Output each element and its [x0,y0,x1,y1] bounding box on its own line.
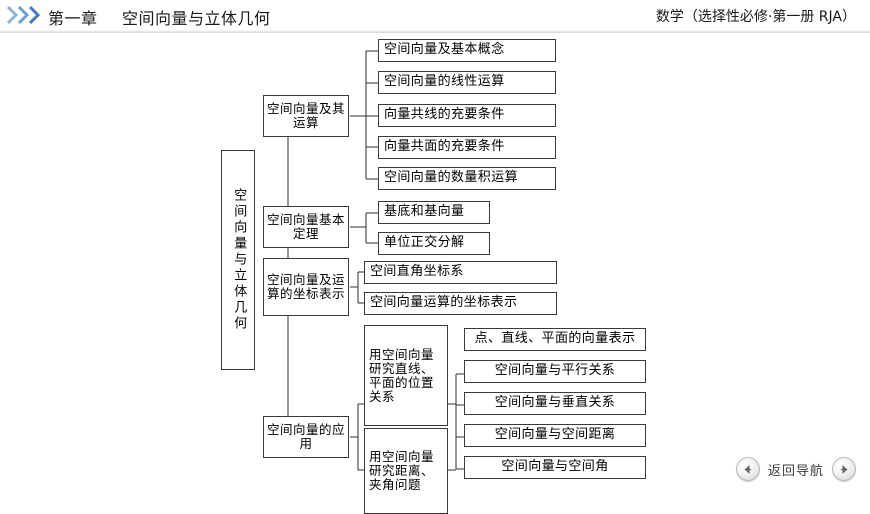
node-leaf-1-2[interactable]: 空间向量的线性运算 [378,71,556,94]
return-to-navigation-label[interactable]: 返回导航 [767,463,824,479]
mindmap-diagram: 空间向量与立体几何 空间向量及其运算 空间向量基本定理 空间向量及运算的坐标表示… [0,33,870,514]
node-leaf-1-1[interactable]: 空间向量及基本概念 [378,39,556,62]
node-subbranch-4-2[interactable]: 用空间向量研究距离、夹角问题 [364,428,448,514]
node-leaf-1-4[interactable]: 向量共面的充要条件 [378,136,556,159]
node-branch-3[interactable]: 空间向量及运算的坐标表示 [263,258,349,316]
arrow-right-circle-icon[interactable] [832,457,856,481]
node-root[interactable]: 空间向量与立体几何 [221,150,255,370]
header-divider [0,30,870,33]
node-subbranch-4-1[interactable]: 用空间向量研究直线、平面的位置关系 [364,325,448,426]
chevron-right-triple-icon [7,6,40,24]
node-leaf-3-2[interactable]: 空间向量运算的坐标表示 [364,292,557,315]
navigation-controls: 返回导航 [735,457,856,481]
node-leaf-2-2[interactable]: 单位正交分解 [378,232,490,255]
chapter-number: 第一章 [48,9,98,28]
node-branch-4[interactable]: 空间向量的应用 [263,416,349,458]
node-branch-2[interactable]: 空间向量基本定理 [263,206,349,248]
node-leaf-4-2-2[interactable]: 空间向量与空间角 [464,456,646,479]
node-leaf-4-2-1[interactable]: 空间向量与空间距离 [464,424,646,447]
node-branch-1[interactable]: 空间向量及其运算 [263,95,349,137]
node-leaf-2-1[interactable]: 基底和基向量 [378,201,490,224]
page-title: 空间向量与立体几何 [122,9,271,28]
node-leaf-3-1[interactable]: 空间直角坐标系 [364,261,557,284]
node-leaf-1-5[interactable]: 空间向量的数量积运算 [378,167,556,190]
node-leaf-4-1-1[interactable]: 点、直线、平面的向量表示 [464,328,646,351]
node-leaf-1-3[interactable]: 向量共线的充要条件 [378,104,556,127]
arrow-left-circle-icon[interactable] [735,457,760,481]
node-leaf-4-1-2[interactable]: 空间向量与平行关系 [464,360,646,383]
slide-header: 第一章 空间向量与立体几何 数学（选择性必修·第一册 RJA） [0,0,870,30]
node-leaf-4-1-3[interactable]: 空间向量与垂直关系 [464,392,646,415]
book-edition-label: 数学（选择性必修·第一册 RJA） [655,9,856,25]
